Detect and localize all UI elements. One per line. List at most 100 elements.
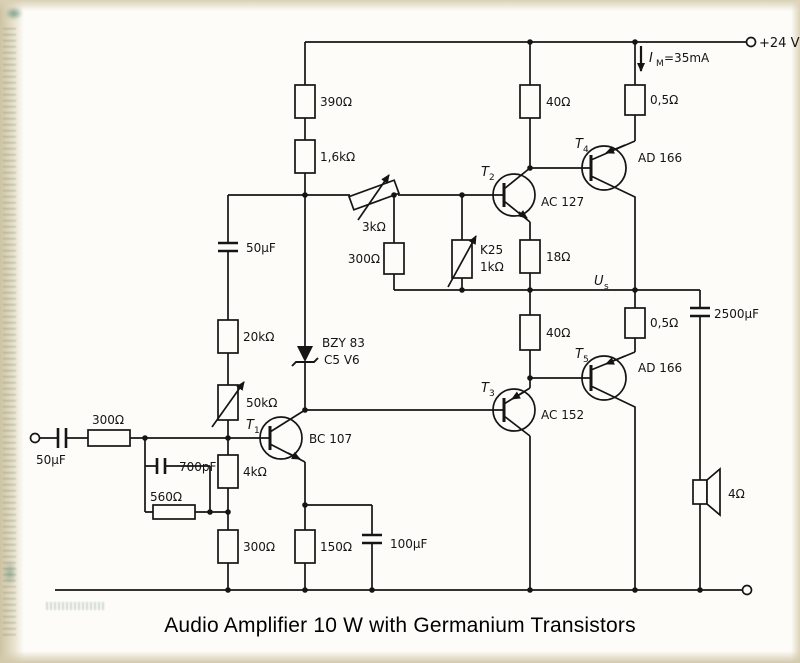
label-T5-ref: T — [575, 347, 584, 362]
variable-resistor-arrows — [211, 174, 477, 428]
resistor-390-body — [294, 84, 316, 119]
page-edge-right — [791, 0, 800, 663]
label-output-symbol: U — [594, 274, 604, 289]
supply-terminal — [745, 36, 757, 48]
capacitor-symbols — [56, 241, 710, 545]
resistor-300-bias-body — [383, 242, 405, 275]
ink-smudge — [46, 602, 106, 610]
transistor-T5-circle — [581, 355, 627, 401]
pot-3k-body — [347, 179, 401, 211]
label-r05-top: 0,5Ω — [650, 93, 678, 107]
junction-dots — [142, 39, 703, 593]
transistor-T2-circle — [492, 173, 536, 217]
page-edge-bottom — [0, 651, 800, 663]
label-T5-sub: 5 — [583, 355, 589, 365]
label-r4k: 4kΩ — [243, 465, 267, 479]
margin-bleed-text — [3, 28, 16, 639]
label-pot3k: 3kΩ — [362, 220, 386, 234]
transistor-base-bars — [268, 155, 593, 450]
label-T2-part: AC 127 — [541, 195, 584, 209]
label-T1-ref: T — [246, 418, 255, 433]
pot-50k-arrow — [211, 381, 245, 428]
label-current-value: =35mA — [664, 51, 710, 65]
ink-smudge — [5, 7, 23, 20]
resistor-300-bot-body — [217, 529, 239, 564]
component-labels: 390Ω 1,6kΩ 3kΩ 50µF 300Ω K25 1kΩ 40Ω 0,5… — [36, 36, 800, 554]
label-r50k: 50kΩ — [246, 396, 277, 410]
cap-50u-bias — [218, 241, 238, 253]
resistor-4k-body — [217, 454, 239, 489]
cap-100u — [362, 533, 382, 545]
resistor-40-bot-body — [519, 314, 541, 351]
label-c100u: 100µF — [390, 537, 428, 551]
resistor-40-top-body — [519, 84, 541, 119]
label-c50u-bias: 50µF — [246, 241, 276, 255]
label-T5-part: AD 166 — [638, 361, 682, 375]
transistor-T3-circle — [492, 388, 536, 432]
label-T3-part: AC 152 — [541, 408, 584, 422]
label-T1-sub: 1 — [254, 426, 260, 436]
resistor-560-body — [152, 504, 196, 520]
thermistor-k25-arrow — [447, 235, 477, 288]
label-T2-sub: 2 — [489, 173, 495, 183]
label-speaker: 4Ω — [728, 487, 745, 501]
cap-2500u — [690, 306, 710, 318]
pot-3k-arrow — [357, 174, 390, 221]
resistor-symbols — [87, 84, 646, 564]
label-r560: 560Ω — [150, 490, 182, 504]
label-k25: K25 — [480, 243, 503, 257]
label-T4-sub: 4 — [583, 145, 589, 155]
label-r40-bot: 40Ω — [546, 326, 570, 340]
label-T3-sub: 3 — [489, 389, 495, 399]
transistor-symbols — [259, 144, 627, 460]
zener-diode-symbol — [291, 346, 319, 367]
resistor-05-top-body — [624, 84, 646, 116]
resistor-300-in-body — [87, 429, 131, 447]
label-r18: 18Ω — [546, 250, 570, 264]
label-T4-ref: T — [575, 137, 584, 152]
speaker-symbol — [692, 467, 721, 517]
page-edge-left — [0, 0, 24, 663]
ink-smudge — [3, 560, 17, 586]
transistor-T1-circle — [259, 416, 303, 460]
label-c700p: 700pF — [179, 460, 217, 474]
label-current-symbol: I — [649, 51, 653, 66]
label-r300-in: 300Ω — [92, 413, 124, 427]
cap-700p — [155, 458, 167, 474]
emitter-arrows — [287, 144, 626, 460]
resistor-20k-body — [217, 319, 239, 354]
label-r150: 150Ω — [320, 540, 352, 554]
resistor-150-body — [294, 529, 316, 564]
label-T1-part: BC 107 — [309, 432, 352, 446]
label-k25-1k: 1kΩ — [480, 260, 504, 274]
label-zener-2: C5 V6 — [324, 353, 360, 367]
resistor-1k6-body — [294, 139, 316, 174]
amplifier-circuit-diagram: 390Ω 1,6kΩ 3kΩ 50µF 300Ω K25 1kΩ 40Ω 0,5… — [29, 36, 800, 596]
label-r300-bot: 300Ω — [243, 540, 275, 554]
caption-title: Audio Amplifier 10 W with Germanium Tran… — [164, 614, 636, 637]
label-c50u-in: 50µF — [36, 453, 66, 467]
input-terminal — [29, 432, 41, 444]
terminals — [29, 36, 757, 596]
label-output-sub: s — [604, 282, 609, 292]
resistor-18-body — [519, 239, 541, 274]
transistor-labels: T 1 BC 107 T 2 AC 127 T 3 AC 152 T 4 AD … — [246, 137, 682, 446]
label-r20k: 20kΩ — [243, 330, 274, 344]
label-r05-bot: 0,5Ω — [650, 316, 678, 330]
thermistor-k25-body — [451, 239, 473, 279]
label-current-sub: M — [656, 59, 664, 69]
resistor-05-bot-body — [624, 307, 646, 339]
cap-50u-input — [56, 428, 68, 448]
label-T3-ref: T — [481, 381, 490, 396]
label-r1k6: 1,6kΩ — [320, 150, 355, 164]
label-zener-1: BZY 83 — [322, 336, 365, 350]
label-r40-top: 40Ω — [546, 95, 570, 109]
transistor-T4-circle — [581, 145, 627, 191]
page-edge-top — [0, 0, 800, 11]
label-r300-bias: 300Ω — [348, 252, 380, 266]
label-T4-part: AD 166 — [638, 151, 682, 165]
label-T2-ref: T — [481, 165, 490, 180]
label-c2500u: 2500µF — [714, 307, 759, 321]
label-r390: 390Ω — [320, 95, 352, 109]
